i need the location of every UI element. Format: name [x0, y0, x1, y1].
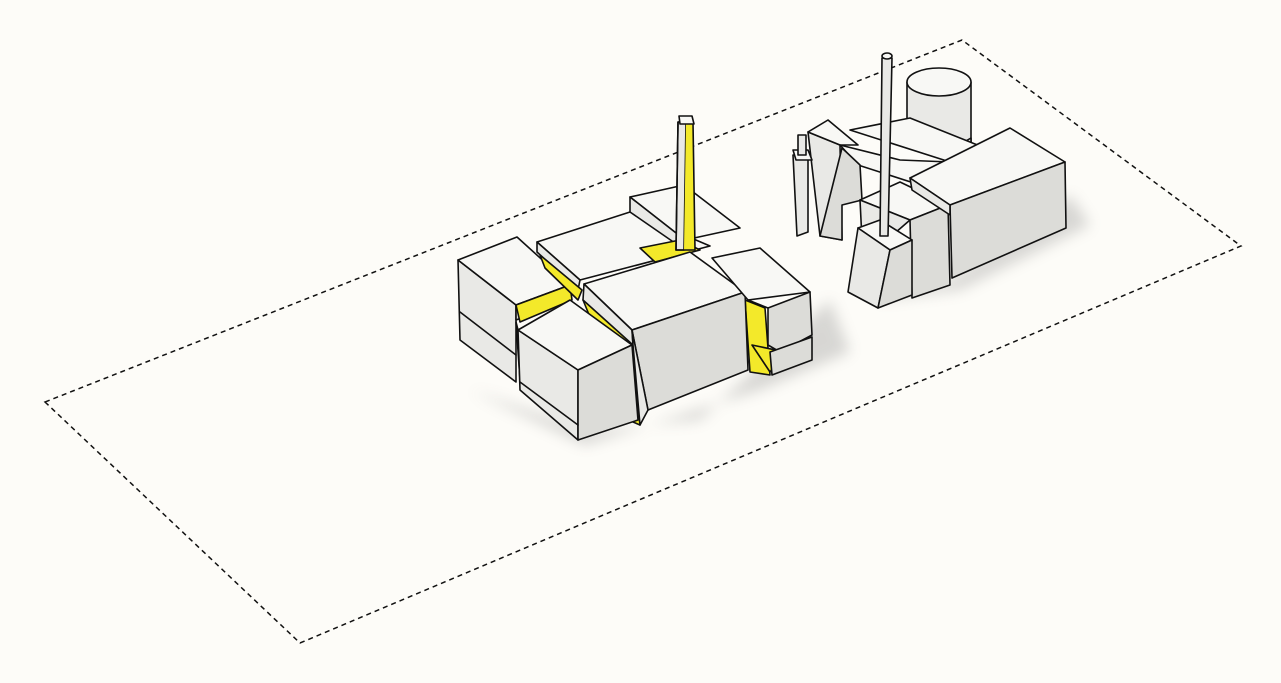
small-tower [792, 134, 813, 237]
block-front-left [517, 299, 639, 441]
block-central [582, 251, 749, 426]
block-right-side [711, 247, 813, 376]
block-big-right [909, 127, 1067, 279]
right-building-cluster [792, 52, 1067, 309]
left-building-cluster [457, 115, 813, 441]
block-front-angled [847, 219, 913, 309]
chimney-left [675, 115, 696, 251]
site-boundary [43, 39, 1243, 644]
chimney-right [879, 52, 893, 237]
